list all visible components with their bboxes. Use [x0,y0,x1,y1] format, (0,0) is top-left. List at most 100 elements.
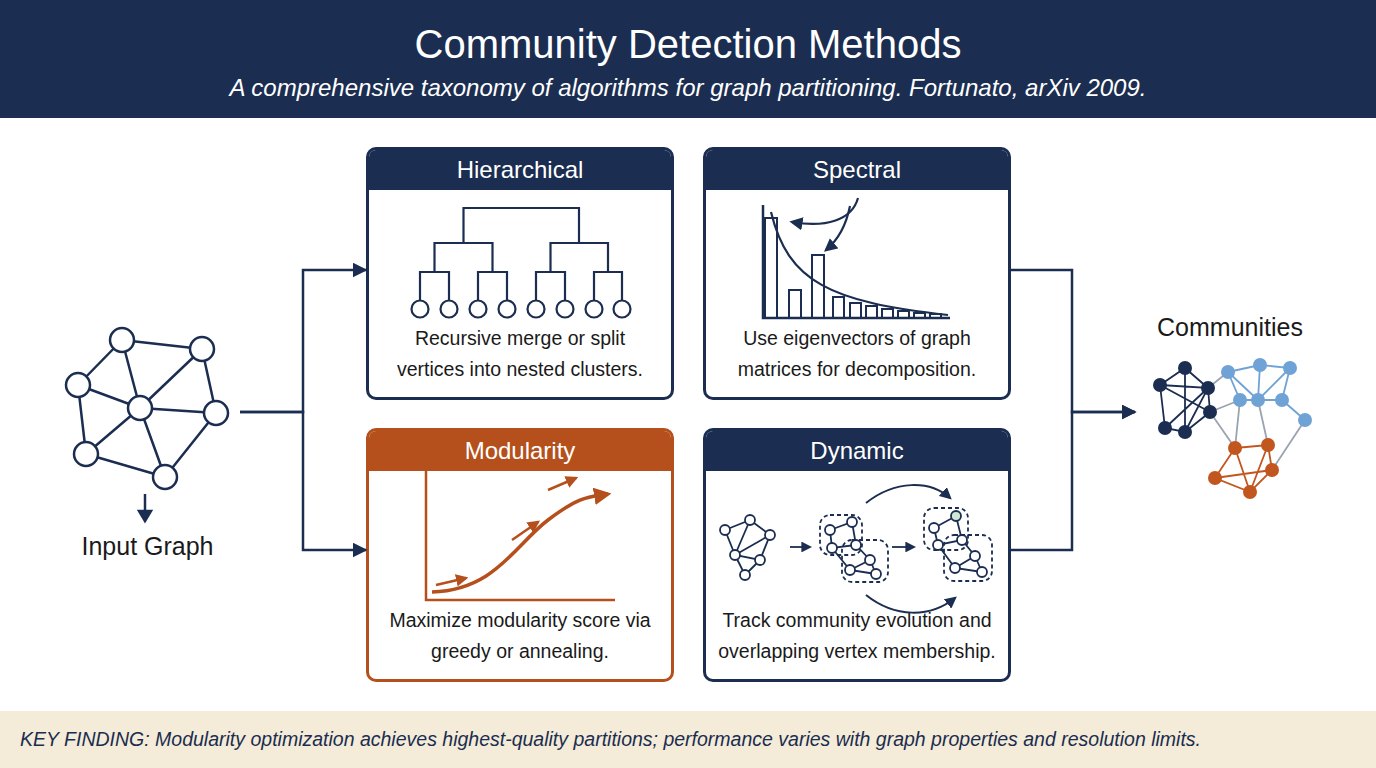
illustration-shape [763,205,950,318]
illustration-shape [825,517,881,579]
modularity-curve-icon [426,460,615,600]
illustration-shape [426,460,615,600]
illustration-shape [1261,438,1275,452]
method-box: DynamicTrack community evolution and ove… [703,428,1011,682]
illustration-shape [1178,425,1192,439]
illustration-shape [720,515,775,580]
illustration-shape [412,301,631,318]
flow-connector [240,412,366,550]
illustration-shape [412,301,429,318]
illustration-shape [933,540,943,550]
illustration-shape [826,206,850,250]
illustration-shape [1160,368,1210,432]
diagram-title: Community Detection Methods [0,18,1376,70]
illustration-shape [512,522,538,540]
illustration-shape [66,373,90,397]
key-finding-band: KEY FINDING: Modularity optimization ach… [0,711,1376,768]
illustration-shape [1251,393,1265,407]
illustration-shape [957,535,967,545]
key-finding-text: KEY FINDING: Modularity optimization ach… [20,711,1366,768]
illustration-shape [755,555,765,565]
illustration-shape [614,301,631,318]
illustration-shape [771,212,948,315]
illustration-shape [557,301,574,318]
node-label: Input Graph [35,530,260,562]
illustration-shape [1215,445,1272,492]
illustration-shape [1178,361,1192,375]
illustration-shape [441,301,458,318]
illustration-shape [866,306,877,318]
illustration-shape [914,313,925,318]
illustration-shape [548,478,576,490]
illustration-shape [1153,361,1217,439]
illustration-shape [765,218,777,318]
illustration-shape [1283,361,1297,375]
illustration-shape [792,198,858,224]
illustration-shape [720,525,730,535]
box-description: Recursive merge or split vertices into n… [381,323,659,385]
illustration-shape [1275,393,1289,407]
illustration-shape [740,570,750,580]
illustration-shape [892,546,914,548]
illustration-shape [110,328,134,352]
illustration-shape [847,517,857,527]
illustration-shape [1221,358,1312,427]
illustration-shape [851,540,861,550]
flow-connector [1011,270,1135,412]
illustration-shape [820,515,862,555]
illustration-shape [1158,421,1172,435]
illustration-shape [420,208,622,300]
illustration-shape [139,511,151,521]
illustration-shape [144,494,147,512]
graph-node: Communities [1135,305,1325,510]
box-description: Track community evolution and overlappin… [718,605,996,667]
illustration-shape [1221,365,1235,379]
illustration-shape [1208,372,1305,470]
illustration-shape [790,546,810,548]
illustration-shape [850,303,861,318]
illustration-shape [470,301,487,318]
illustration-shape [950,563,960,573]
illustration-shape [1243,485,1257,499]
illustration-shape [1228,441,1242,455]
illustration-shape [929,523,939,533]
illustration-shape [78,340,216,477]
box-description: Maximize modularity score via greedy or … [381,605,659,667]
illustration-shape [66,328,228,489]
illustration-shape [190,337,214,361]
illustration-shape [833,297,844,318]
illustration-shape [436,578,466,585]
illustration-shape [745,515,755,525]
illustration-shape [842,540,888,582]
illustration-shape [586,301,603,318]
illustration-shape [871,569,881,579]
box-heading: Modularity [369,431,671,471]
method-box: ModularityMaximize modularity score via … [366,428,674,682]
illustration-shape [499,301,516,318]
method-box: HierarchicalRecursive merge or split ver… [366,147,674,400]
illustration-shape [1253,358,1267,372]
box-heading: Spectral [706,150,1008,190]
illustration-shape [866,485,950,503]
illustration-shape [1153,378,1167,392]
illustration-shape [827,543,837,553]
box-heading: Hierarchical [369,150,671,190]
box-heading: Dynamic [706,431,1008,471]
illustration-shape [1208,471,1222,485]
illustration-shape [725,520,770,575]
flow-connector [1011,412,1135,550]
dynamic-snapshots-icon [720,485,992,613]
illustration-shape [970,551,980,561]
illustration-shape [924,508,968,550]
illustration-shape [1201,381,1215,395]
illustration-shape [951,511,961,521]
illustration-shape [934,516,982,572]
illustration-shape [845,565,855,575]
illustration-shape [528,301,545,318]
illustration-shape [977,567,987,577]
illustration-shape [865,555,875,565]
illustration-shape [730,550,740,560]
